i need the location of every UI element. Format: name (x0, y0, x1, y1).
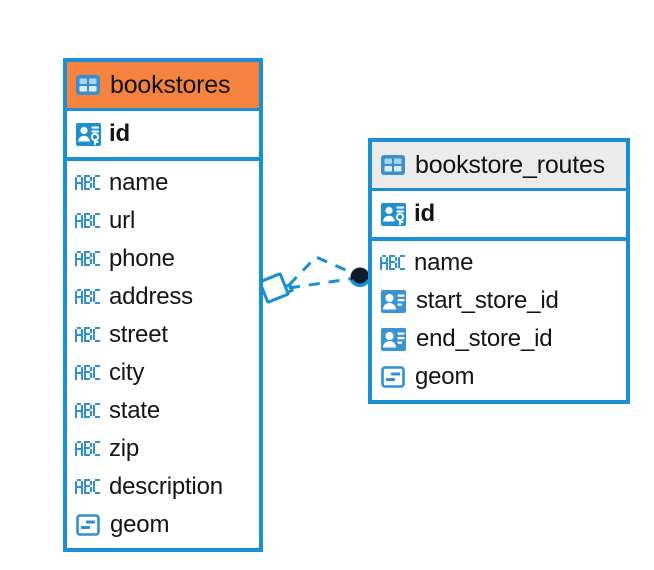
column-name: state (109, 397, 161, 424)
columns-block-bookstores: name url phone address street city state zip des… (67, 161, 259, 548)
column-row-pk[interactable]: id (372, 191, 626, 237)
entity-bookstore-routes[interactable]: bookstore_routes id (368, 138, 630, 404)
column-name: geom (415, 363, 475, 390)
column-row[interactable]: url (67, 202, 259, 240)
column-name: id (414, 200, 435, 227)
abc-text-icon (75, 478, 100, 496)
column-name: start_store_id (416, 287, 559, 314)
column-name: description (109, 473, 223, 500)
column-name: city (109, 359, 145, 386)
foreign-key-icon (380, 288, 407, 315)
geometry-icon (380, 364, 406, 390)
column-name: name (414, 249, 474, 276)
column-name: url (109, 207, 136, 234)
relationship-line-lower (288, 276, 357, 290)
column-row[interactable]: end_store_id (372, 320, 626, 358)
column-name: name (109, 169, 169, 196)
column-row-pk[interactable]: id (67, 111, 259, 157)
diamond-outline-icon (258, 272, 294, 304)
column-name: id (109, 120, 130, 147)
entity-header-bookstore-routes[interactable]: bookstore_routes (372, 142, 626, 188)
relationship-line-upper (287, 255, 358, 287)
table-icon (75, 72, 101, 98)
abc-text-icon (75, 402, 100, 420)
entity-bookstores[interactable]: bookstores id (63, 58, 263, 552)
abc-text-icon (75, 440, 100, 458)
column-row[interactable]: description (67, 468, 259, 506)
column-row[interactable]: geom (372, 358, 626, 396)
column-row[interactable]: phone (67, 240, 259, 278)
primary-key-block: id (372, 188, 626, 241)
filled-circle-icon (349, 267, 371, 287)
column-name: end_store_id (416, 325, 553, 352)
column-row[interactable]: name (372, 244, 626, 282)
foreign-key-icon (380, 326, 407, 353)
column-name: zip (109, 435, 140, 462)
primary-key-icon (380, 201, 407, 228)
table-icon (380, 152, 406, 178)
column-row[interactable]: name (67, 164, 259, 202)
entity-title: bookstore_routes (415, 150, 605, 179)
column-row[interactable]: geom (67, 506, 259, 544)
entity-title: bookstores (110, 70, 231, 99)
primary-key-icon (75, 121, 102, 148)
column-row[interactable]: city (67, 354, 259, 392)
abc-text-icon (75, 364, 100, 382)
abc-text-icon (75, 174, 100, 192)
column-row[interactable]: street (67, 316, 259, 354)
column-row[interactable]: zip (67, 430, 259, 468)
entity-header-bookstores[interactable]: bookstores (67, 62, 259, 108)
abc-text-icon (75, 326, 100, 344)
primary-key-block: id (67, 108, 259, 161)
abc-text-icon (75, 250, 100, 268)
column-name: phone (109, 245, 175, 272)
column-name: geom (110, 511, 170, 538)
abc-text-icon (380, 254, 405, 272)
column-name: street (109, 321, 168, 348)
abc-text-icon (75, 212, 100, 230)
abc-text-icon (75, 288, 100, 306)
column-row[interactable]: start_store_id (372, 282, 626, 320)
geometry-icon (75, 512, 101, 538)
column-row[interactable]: state (67, 392, 259, 430)
column-name: address (109, 283, 193, 310)
column-row[interactable]: address (67, 278, 259, 316)
